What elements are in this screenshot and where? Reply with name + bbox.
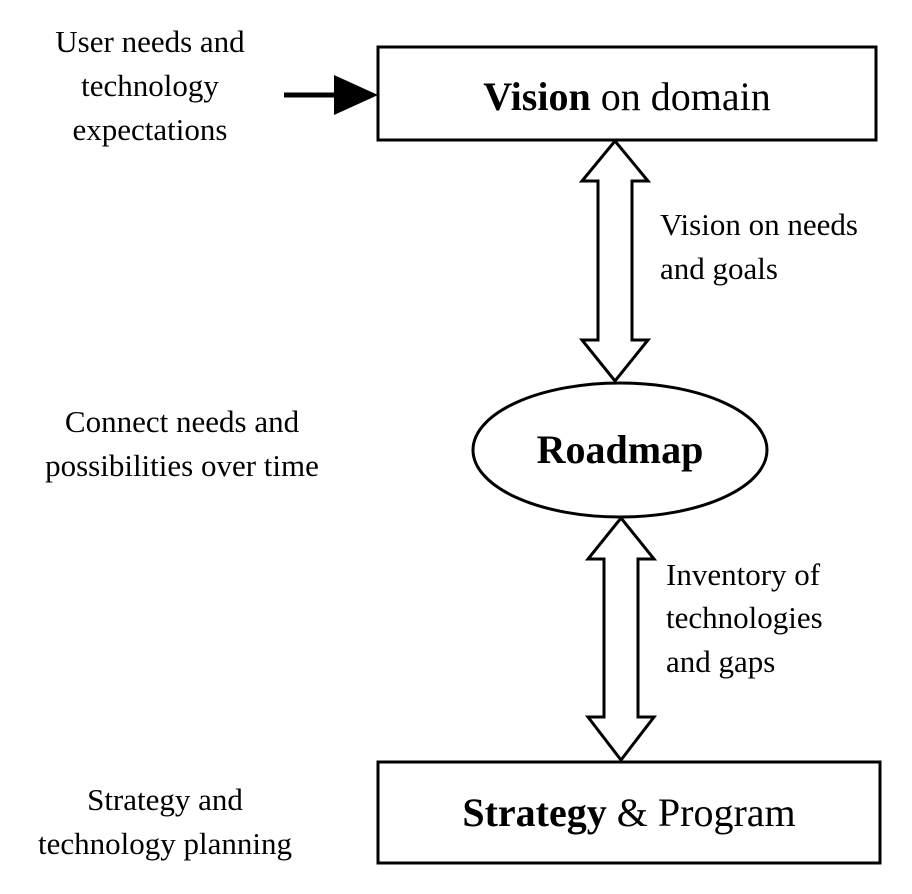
strategy-planning-annotation: Strategy and technology planning — [38, 782, 292, 861]
vision-roadmap-double-arrow — [578, 138, 652, 384]
inventory-line-2: technologies — [666, 600, 823, 635]
strategy-planning-line-2: technology planning — [38, 826, 292, 861]
roadmap-strategy-double-arrow — [584, 515, 658, 763]
input-arrow-head — [334, 75, 378, 115]
connect-needs-annotation: Connect needs and possibilities over tim… — [45, 404, 319, 483]
connect-needs-line-2: possibilities over time — [45, 448, 319, 483]
vision-label-rest: on domain — [591, 74, 771, 119]
user-needs-line-1: User needs and — [55, 24, 245, 59]
user-needs-annotation: User needs and technology expectations — [55, 24, 245, 147]
strategy-label: Strategy & Program — [462, 790, 795, 835]
connect-needs-line-1: Connect needs and — [65, 404, 300, 439]
roadmap-label: Roadmap — [537, 427, 704, 472]
vision-needs-line-2: and goals — [660, 251, 778, 286]
strategy-label-rest: & Program — [607, 790, 796, 835]
strategy-planning-line-1: Strategy and — [87, 782, 243, 817]
vision-label: Vision on domain — [483, 74, 770, 119]
strategy-label-bold: Strategy — [462, 790, 606, 835]
inventory-line-1: Inventory of — [666, 557, 821, 592]
user-needs-line-2: technology — [81, 68, 219, 103]
vision-box — [376, 45, 878, 142]
user-needs-line-3: expectations — [73, 112, 228, 147]
roadmap-node: Roadmap — [471, 381, 769, 519]
vision-needs-line-1: Vision on needs — [660, 207, 858, 242]
strategy-box — [376, 760, 882, 865]
vision-needs-annotation: Vision on needs and goals — [660, 207, 858, 286]
inventory-line-3: and gaps — [666, 644, 775, 679]
vision-label-bold: Vision — [483, 74, 590, 119]
inventory-annotation: Inventory of technologies and gaps — [666, 557, 823, 679]
strategy-node: Strategy & Program — [376, 760, 882, 865]
input-arrow — [284, 75, 378, 115]
vision-node: Vision on domain — [376, 45, 878, 142]
